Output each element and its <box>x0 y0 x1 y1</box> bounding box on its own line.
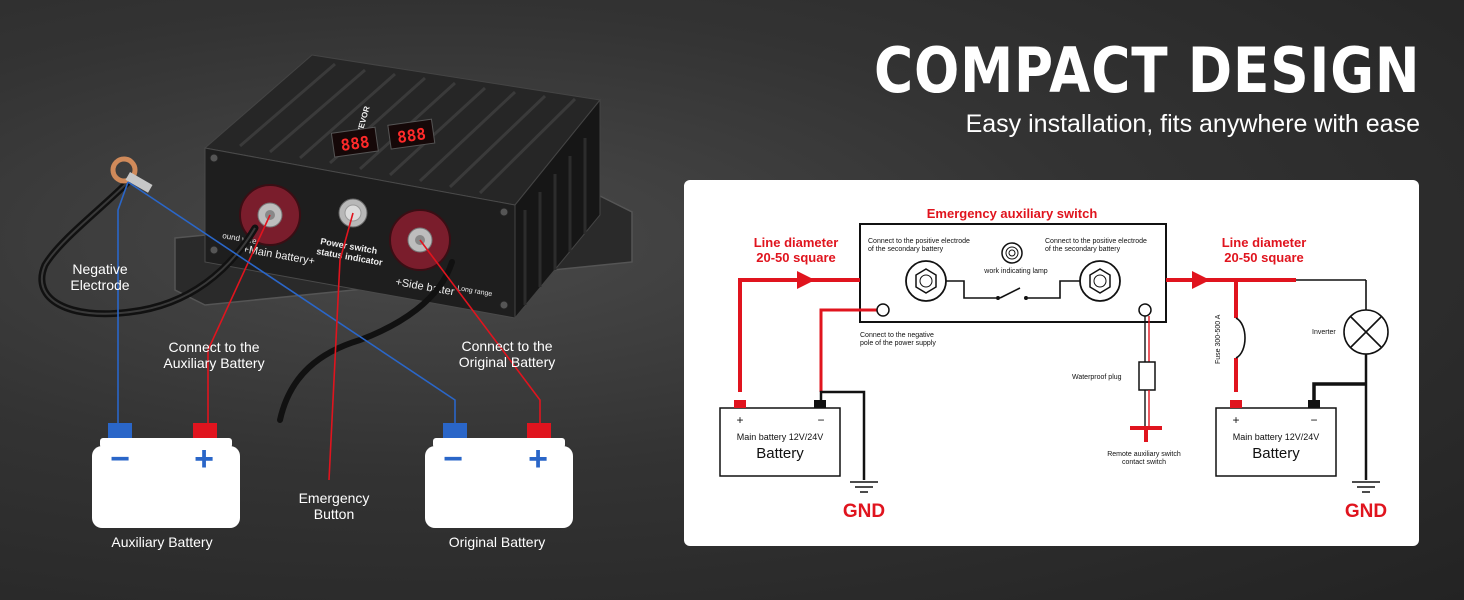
gnd-right-label: GND <box>1345 501 1387 522</box>
guide-line-orig <box>419 239 541 428</box>
switch-title: Emergency auxiliary switch <box>927 206 1098 221</box>
line-right-label-1: Line diameter <box>1222 235 1307 250</box>
ground-symbol-right <box>1352 481 1380 493</box>
remote-switch-label-2: contact switch <box>1122 459 1166 466</box>
work-lamp-icon <box>1001 242 1023 264</box>
battery-left-rating: Main battery 12V/24V <box>737 432 824 442</box>
switch-contact <box>999 287 1021 299</box>
housing-side <box>514 98 601 320</box>
battery-right-minus: − <box>1310 413 1317 427</box>
negative-terminal <box>876 303 890 317</box>
wiring-schematic: Emergency auxiliary switch work indicati… <box>719 206 1389 522</box>
negative-electrode-label-2: Electrode <box>70 277 129 293</box>
side-cable <box>277 259 455 423</box>
line-left-label-2: 20-50 square <box>756 250 836 265</box>
neg-power-label-2: pole of the power supply <box>860 340 936 347</box>
remote-terminal <box>1138 303 1152 317</box>
subheadline: Easy installation, fits anywhere with ea… <box>965 110 1420 138</box>
fuse-symbol <box>1235 317 1246 359</box>
battery-left-name: Battery <box>756 445 804 462</box>
auxiliary-battery-icon: − + <box>92 423 240 528</box>
aux-plus-symbol: + <box>194 440 214 478</box>
voltage-displays: 888 888 <box>330 118 436 158</box>
original-battery-label: Original Battery <box>449 534 545 550</box>
orig-minus-symbol: − <box>443 440 463 478</box>
fuse-label: Fuse 300-500 A <box>1215 314 1222 364</box>
guide-line-orig-negative <box>127 181 456 428</box>
connect-aux-label-1: Connect to the <box>168 339 259 355</box>
pos-right-label-2: of the secondary battery <box>1045 246 1121 253</box>
battery-right <box>1215 400 1337 477</box>
left-arrow <box>797 271 815 289</box>
display-left: 888 <box>339 132 370 155</box>
gnd-left-label: GND <box>843 501 885 522</box>
headline: COMPACT DESIGN <box>873 34 1420 107</box>
stud-right <box>1079 260 1121 302</box>
battery-left-minus: − <box>817 413 824 427</box>
emergency-button-label-1: Emergency <box>299 490 370 506</box>
remote-switch-label-1: Remote auxiliary switch <box>1107 451 1181 458</box>
stud-left <box>905 260 947 302</box>
guide-line-negative <box>117 181 129 428</box>
emergency-button-label-2: Button <box>314 506 354 522</box>
inverter-lamp-symbol <box>1343 309 1389 355</box>
negative-electrode-label-1: Negative <box>72 261 127 277</box>
switch-box <box>859 223 1167 323</box>
ground-symbol-left <box>850 481 878 493</box>
right-negative-wire <box>1312 382 1366 406</box>
connect-aux-label-2: Auxiliary Battery <box>163 355 264 371</box>
work-lamp-label: work indicating lamp <box>983 268 1048 275</box>
negative-sense-wire <box>819 308 880 392</box>
pos-left-label-2: of the secondary battery <box>868 246 944 253</box>
battery-right-rating: Main battery 12V/24V <box>1233 432 1320 442</box>
pos-left-label-1: Connect to the positive electrode <box>868 238 970 245</box>
pos-right-label-1: Connect to the positive electrode <box>1045 238 1147 245</box>
orig-plus-symbol: + <box>528 440 548 478</box>
battery-right-plus: + <box>1232 413 1239 427</box>
waterproof-plug <box>1138 361 1156 391</box>
schematic-panel: Emergency auxiliary switch work indicati… <box>684 180 1419 546</box>
guide-line-aux <box>207 214 271 428</box>
connect-orig-label-1: Connect to the <box>461 338 552 354</box>
battery-right-name: Battery <box>1252 445 1300 462</box>
display-right: 888 <box>396 124 427 147</box>
guide-line-button <box>328 212 354 481</box>
battery-left-plus: + <box>736 413 743 427</box>
neg-power-label-1: Connect to the negative <box>860 332 934 339</box>
inverter-label: Inverter <box>1312 329 1336 336</box>
waterproof-plug-label: Waterproof plug <box>1072 374 1122 381</box>
aux-minus-symbol: − <box>110 440 130 478</box>
line-right-label-2: 20-50 square <box>1224 250 1304 265</box>
battery-left <box>719 400 841 477</box>
left-ground-wire <box>819 390 866 480</box>
auxiliary-battery-label: Auxiliary Battery <box>111 534 212 550</box>
ring-terminal <box>110 156 153 193</box>
device-illustration: VEVOR 888 888 ound wire +Main battery+ P… <box>38 54 633 550</box>
left-positive-wire <box>738 278 860 392</box>
right-arrow <box>1192 271 1210 289</box>
connect-orig-label-2: Original Battery <box>459 354 555 370</box>
line-left-label-1: Line diameter <box>754 235 839 250</box>
original-battery-icon: − + <box>425 423 573 528</box>
